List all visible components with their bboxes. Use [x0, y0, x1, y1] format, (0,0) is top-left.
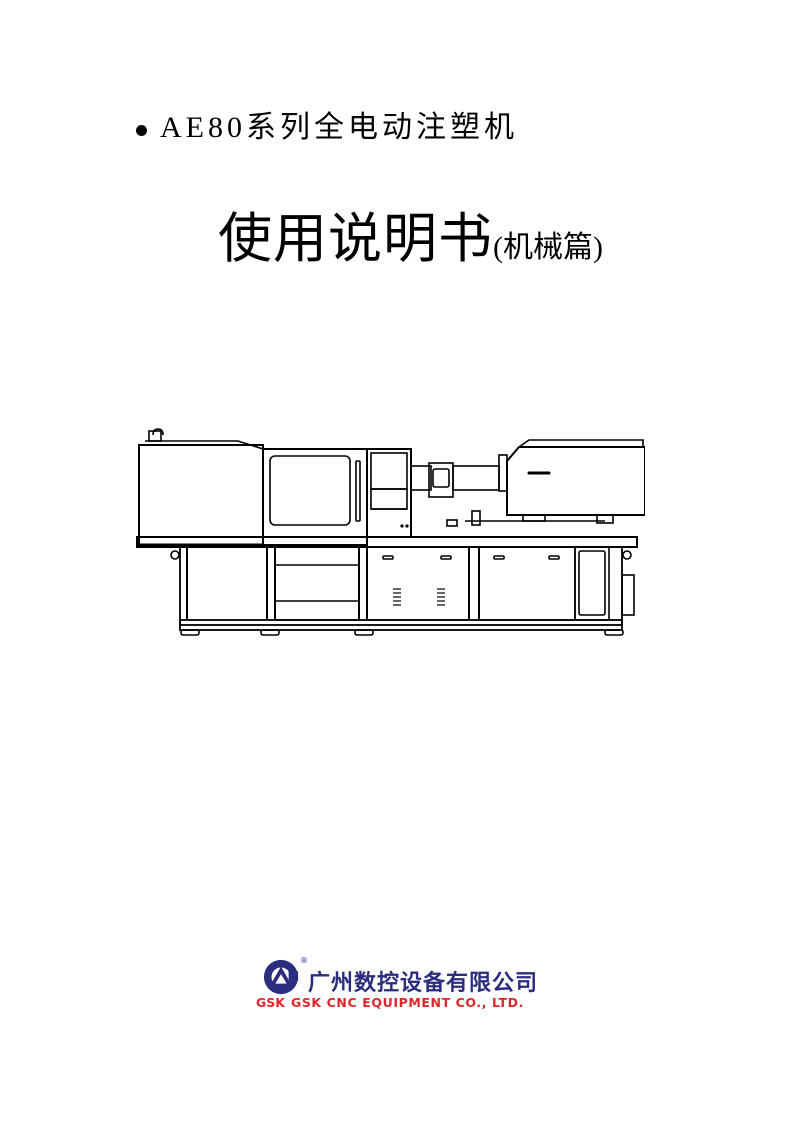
company-name-cn: 广州数控设备有限公司	[308, 971, 539, 996]
series-heading: AE80系列全电动注塑机	[136, 108, 518, 148]
manual-title: 使用说明书	[218, 209, 493, 269]
company-name-en: GSK CNC EQUIPMENT CO., LTD.	[290, 995, 524, 1010]
injection-molding-machine-drawing	[136, 428, 645, 636]
manual-subtitle: (机械篇)	[493, 231, 603, 264]
company-logo: ® 广州数控设备有限公司 GSK GSK CNC EQUIPMENT CO., L…	[256, 956, 626, 1016]
gsk-logo-icon	[263, 959, 299, 995]
registered-mark: ®	[300, 956, 308, 965]
bullet-icon	[136, 124, 147, 136]
company-name-en-line: GSK GSK CNC EQUIPMENT CO., LTD.	[256, 996, 524, 1010]
series-title: AE80系列全电动注塑机	[160, 111, 518, 144]
document-title: 使用说明书 (机械篇)	[218, 206, 603, 272]
brand-abbr: GSK	[256, 995, 285, 1010]
